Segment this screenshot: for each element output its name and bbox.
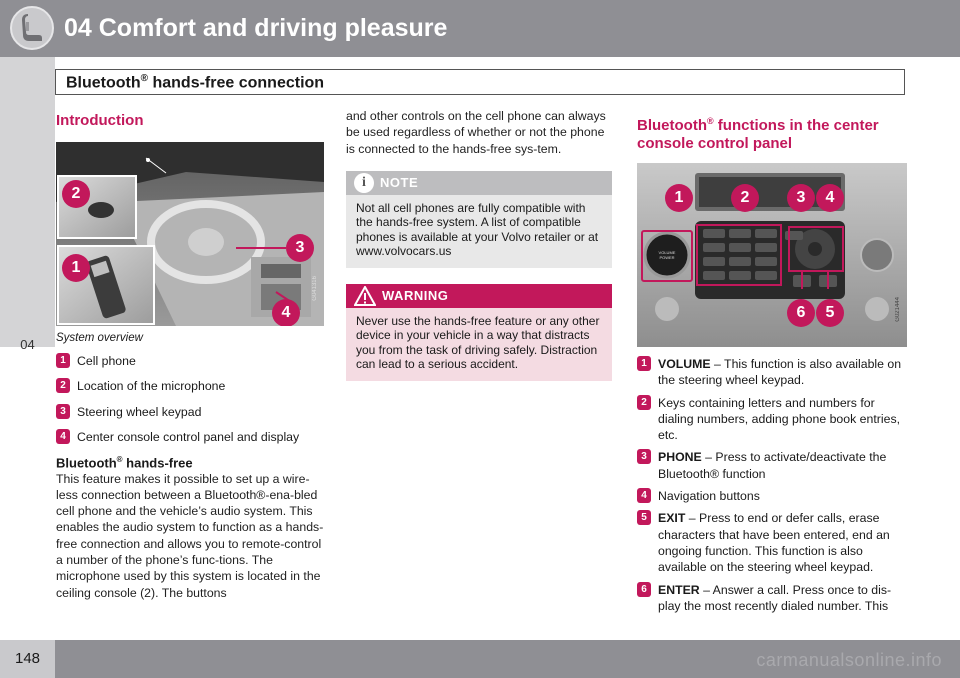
- photo-code: G021444: [895, 297, 901, 322]
- warning-label: WARNING: [382, 287, 449, 303]
- callout-1: 1: [665, 184, 693, 212]
- warning-text: Never use the hands-free feature or any …: [356, 313, 600, 372]
- watermark: carmanualsonline.info: [756, 650, 942, 670]
- callout-3: 3: [286, 234, 314, 262]
- system-overview-illustration: 2 3 1 4 G041316: [56, 142, 324, 326]
- side-tab-number: 04: [20, 337, 35, 352]
- warning-icon: [354, 285, 376, 306]
- callout-3: 3: [787, 184, 815, 212]
- page-number: 148: [14, 650, 41, 667]
- note-label: NOTE: [380, 174, 419, 190]
- number-badge: 4: [637, 488, 651, 504]
- callout-5: 5: [816, 299, 844, 327]
- callout-6: 6: [787, 299, 815, 327]
- number-badge: 2: [56, 378, 70, 394]
- figure-caption: System overview: [56, 332, 143, 344]
- note-text: Not all cell phones are fully compatible…: [356, 200, 599, 259]
- section-bar: Bluetooth® hands-free connection: [55, 69, 905, 95]
- continued-paragraph: and other controls on the cell phone can…: [346, 109, 606, 156]
- callout-2: 2: [62, 180, 90, 208]
- column-left: Introduction 2 3 1 4: [56, 112, 324, 601]
- note-box: i NOTE Not all cell phones are fully com…: [346, 170, 612, 268]
- number-badge: 3: [637, 449, 651, 465]
- photo-code: G041316: [312, 276, 318, 301]
- warning-box: WARNING Never use the hands-free feature…: [346, 283, 612, 381]
- car-interior-image: [56, 142, 324, 326]
- handsfree-subheading: Bluetooth® hands-free: [56, 455, 193, 471]
- warning-header: WARNING: [346, 283, 612, 308]
- chapter-title: 04 Comfort and driving pleasure: [64, 14, 448, 42]
- chapter-badge: [10, 6, 54, 50]
- callout-4: 4: [816, 184, 844, 212]
- number-badge: 1: [637, 356, 651, 371]
- footer-band: 148 carmanualsonline.info: [0, 640, 960, 678]
- callout-1: 1: [62, 254, 90, 282]
- column-right: Bluetooth® functions in the center conso…: [637, 112, 907, 614]
- note-header: i NOTE: [346, 170, 612, 195]
- info-icon: i: [354, 172, 374, 193]
- console-image: [637, 163, 907, 347]
- callout-4: 4: [272, 299, 300, 326]
- column-middle: and other controls on the cell phone can…: [346, 109, 612, 381]
- callout-2: 2: [731, 184, 759, 212]
- chapter-side-tab: 04: [0, 57, 55, 352]
- number-badge: 3: [56, 403, 70, 419]
- center-console-heading: Bluetooth® functions in the center conso…: [637, 116, 879, 152]
- number-badge: 6: [637, 581, 651, 597]
- number-badge: 4: [56, 428, 70, 444]
- number-badge: 2: [637, 394, 651, 410]
- center-console-illustration: VOLUME POWER 1 2 3 4 6 5 G021444: [637, 163, 907, 347]
- volume-button-label: VOLUME POWER: [658, 250, 676, 260]
- footer-page-tab: 148: [0, 640, 55, 678]
- number-badge: 1: [56, 353, 70, 368]
- handsfree-paragraph: This feature makes it possible to set up…: [56, 471, 324, 600]
- number-badge: 5: [637, 510, 651, 526]
- intro-heading: Introduction: [56, 112, 144, 129]
- section-title: Bluetooth® hands-free connection: [66, 73, 325, 92]
- seat-icon: [22, 14, 42, 41]
- header-band: 04 Comfort and driving pleasure: [0, 0, 960, 57]
